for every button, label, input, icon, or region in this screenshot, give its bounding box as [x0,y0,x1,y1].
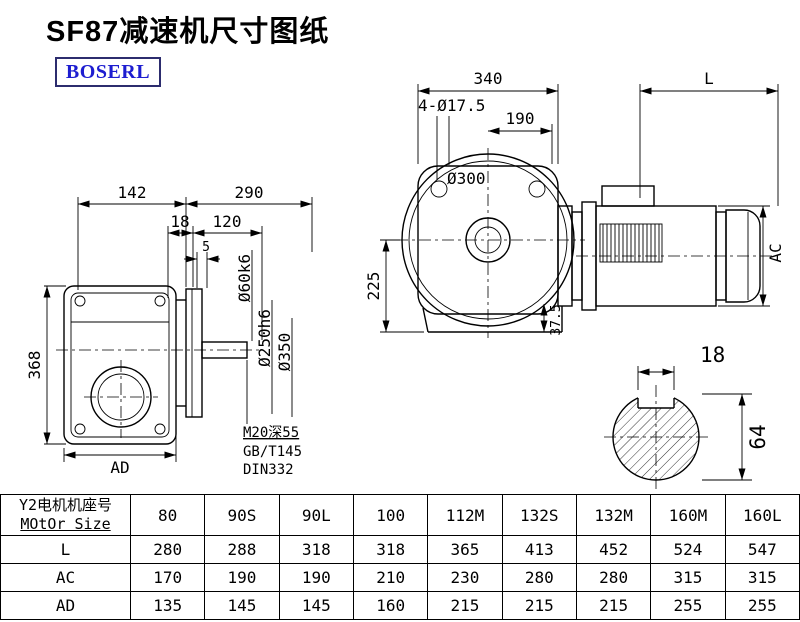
dimension-value-cell: 215 [427,591,503,620]
dimension-value-cell: 365 [427,535,503,564]
page-title: SF87减速机尺寸图纸 [46,16,330,48]
dimension-row-label: AD [0,591,131,620]
brand-logo-text: BOSERL [65,60,151,83]
frame-size-header-cell: 132M [575,494,652,536]
motor-size-header-en: MOtOr Size [20,515,111,533]
dimension-value-cell: 210 [352,563,429,592]
dimension-value-cell: 413 [501,535,577,564]
dim-300-circle: Ø300 [447,169,486,188]
dimension-row-label: AC [0,563,131,592]
side-view-linework [56,285,262,445]
frame-size-header-cell: 90L [278,494,354,536]
dim-368: 368 [25,351,44,380]
frame-size-header-cell: 100 [352,494,429,536]
dimension-value-cell: 215 [575,591,652,620]
note-standard-gb: GB/T145 [243,444,302,460]
frame-size-header-cell: 160L [724,494,800,536]
shaft-section-linework [604,385,708,490]
dimension-value-cell: 145 [278,591,354,620]
dimension-value-cell: 230 [427,563,503,592]
dimension-value-cell: 170 [129,563,206,592]
dimension-value-cell: 160 [352,591,429,620]
dimension-value-cell: 315 [724,563,800,592]
dim-bolt-holes: 4-Ø17.5 [418,96,485,115]
dimension-row-label: L [0,535,131,564]
shaft-section-view: 18 64 [604,343,770,490]
dim-L: L [704,69,714,88]
frame-size-header-cell: 90S [204,494,280,536]
dim-key-width-18: 18 [700,343,725,367]
dimension-value-cell: 288 [204,535,280,564]
dim-225: 225 [364,272,383,301]
side-view: 142 290 18 120 5 368 [25,183,313,478]
dim-190: 190 [506,109,535,128]
dim-flange-diameter: Ø350 [275,333,294,372]
dimension-value-cell: 190 [278,563,354,592]
front-view-dimensions: 340 L 4-Ø17.5 190 Ø300 225 37.5 [364,69,785,336]
dimension-value-cell: 145 [204,591,280,620]
dimension-value-cell: 452 [575,535,652,564]
dim-AC: AC [766,243,785,262]
frame-size-header-cell: 80 [129,494,206,536]
dimension-value-cell: 215 [501,591,577,620]
dimension-value-cell: 255 [650,591,726,620]
shaft-section-dimensions: 18 64 [637,343,770,481]
note-standard-din: DIN332 [243,462,294,478]
dim-AD: AD [110,458,129,477]
dimension-value-cell: 280 [575,563,652,592]
dim-spigot-diameter: Ø250h6 [255,309,274,367]
frame-size-header-cell: 132S [501,494,577,536]
technical-drawing: 142 290 18 120 5 368 [25,69,785,490]
dimension-value-cell: 547 [724,535,800,564]
dimension-value-cell: 315 [650,563,726,592]
dim-290: 290 [235,183,264,202]
side-view-dimensions: 142 290 18 120 5 368 [25,183,313,478]
dimension-value-cell: 318 [278,535,354,564]
dim-120: 120 [213,212,242,231]
dim-142: 142 [118,183,147,202]
motor-size-header-cn: Y2电机机座号 [18,495,113,514]
dimension-value-cell: 190 [204,563,280,592]
front-view: 340 L 4-Ø17.5 190 Ø300 225 37.5 [364,69,785,338]
dim-5: 5 [202,240,210,255]
note-tap-hole: M20深55 [243,425,299,441]
frame-size-header-cell: 112M [427,494,503,536]
dim-shaft-height-64: 64 [746,424,770,449]
dimension-value-cell: 318 [352,535,429,564]
dim-37-5: 37.5 [549,304,564,335]
frame-size-header-cell: 160M [650,494,726,536]
dimension-value-cell: 280 [501,563,577,592]
dimension-value-cell: 524 [650,535,726,564]
dim-340: 340 [474,69,503,88]
brand-logo: BOSERL [55,57,161,87]
front-view-linework [396,148,772,338]
dim-shaft-diameter: Ø60k6 [235,254,254,302]
dimension-value-cell: 255 [724,591,800,620]
dimension-value-cell: 280 [129,535,206,564]
dimension-value-cell: 135 [129,591,206,620]
dim-18: 18 [170,212,189,231]
